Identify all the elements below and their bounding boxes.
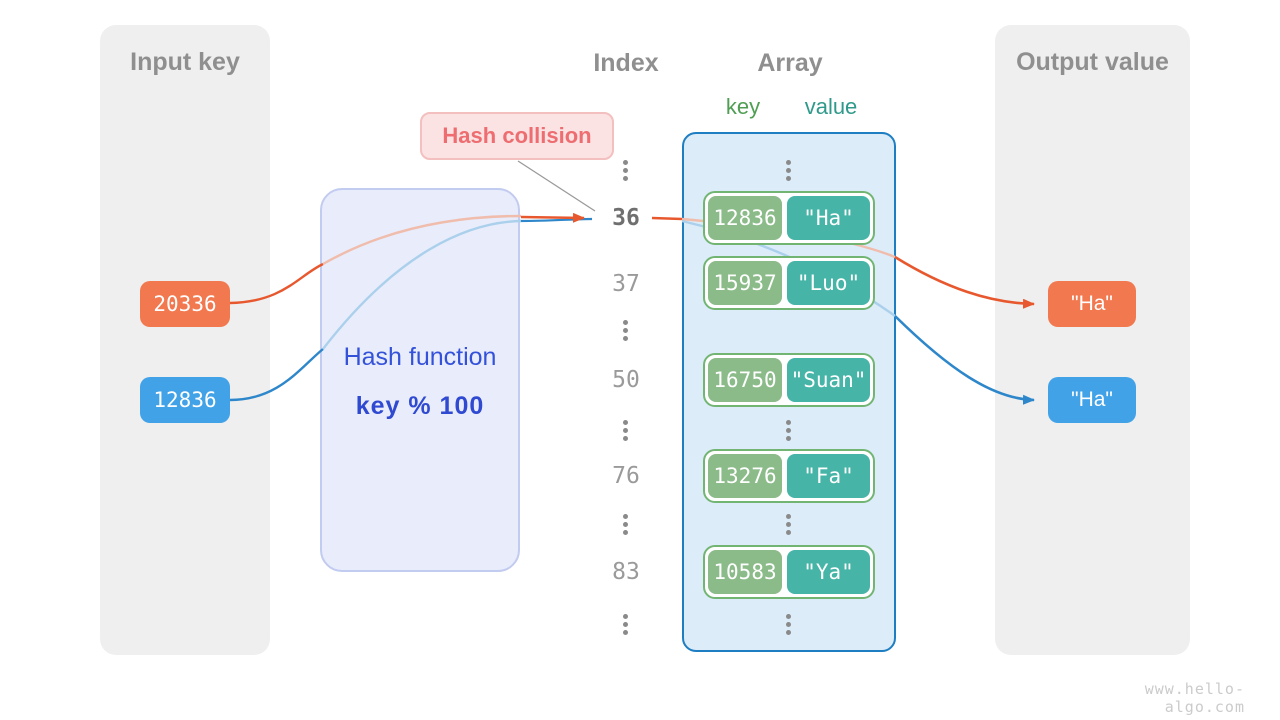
index-cell-83: 83 <box>612 559 640 585</box>
index-cell-36: 36 <box>612 205 640 231</box>
entry-value: "Fa" <box>787 454 870 498</box>
hash-function-box <box>320 188 520 572</box>
index-ellipsis <box>623 514 628 540</box>
entry-key: 15937 <box>708 261 782 305</box>
hash-function-title: Hash function <box>343 343 497 371</box>
entry-key: 10583 <box>708 550 782 594</box>
array-entry-row: 12836 "Ha" <box>703 191 875 245</box>
input-key-panel <box>100 25 270 655</box>
index-cell-50: 50 <box>612 367 640 393</box>
array-column-title: Array <box>757 49 823 77</box>
index-ellipsis <box>623 420 628 446</box>
output-value-ha-blue: "Ha" <box>1048 377 1136 423</box>
value-column-label: value <box>804 94 858 119</box>
index-column-title: Index <box>593 49 659 77</box>
array-ellipsis <box>786 514 791 540</box>
input-panel-title: Input key <box>130 48 240 76</box>
input-key-12836: 12836 <box>140 377 230 423</box>
entry-value: "Luo" <box>787 261 870 305</box>
collision-pointer-line <box>517 160 596 212</box>
index-ellipsis <box>623 160 628 186</box>
entry-key: 12836 <box>708 196 782 240</box>
entry-value: "Ha" <box>787 196 870 240</box>
entry-value: "Suan" <box>787 358 870 402</box>
input-key-20336: 20336 <box>140 281 230 327</box>
blue-underlay-line <box>519 217 593 223</box>
output-panel-title: Output value <box>1016 48 1169 76</box>
entry-value: "Ya" <box>787 550 870 594</box>
output-value-panel <box>995 25 1190 655</box>
orange-arrow-to-index36 <box>520 212 585 223</box>
hash-collision-callout: Hash collision <box>420 112 614 160</box>
array-entry-row: 15937 "Luo" <box>703 256 875 310</box>
site-watermark: www.hello-algo.com <box>1144 680 1245 716</box>
index-cell-37: 37 <box>612 271 640 297</box>
array-entry-row: 13276 "Fa" <box>703 449 875 503</box>
array-ellipsis <box>786 420 791 446</box>
entry-key: 16750 <box>708 358 782 402</box>
index-ellipsis <box>623 614 628 640</box>
array-entry-row: 16750 "Suan" <box>703 353 875 407</box>
array-entry-row: 10583 "Ya" <box>703 545 875 599</box>
hash-collision-label: Hash collision <box>442 123 592 148</box>
array-ellipsis <box>786 614 791 640</box>
entry-key: 13276 <box>708 454 782 498</box>
output-value-ha-orange: "Ha" <box>1048 281 1136 327</box>
index-ellipsis <box>623 320 628 346</box>
array-ellipsis <box>786 160 791 186</box>
key-column-label: key <box>725 94 761 119</box>
hash-function-formula: key % 100 <box>355 392 485 420</box>
index-cell-76: 76 <box>612 463 640 489</box>
